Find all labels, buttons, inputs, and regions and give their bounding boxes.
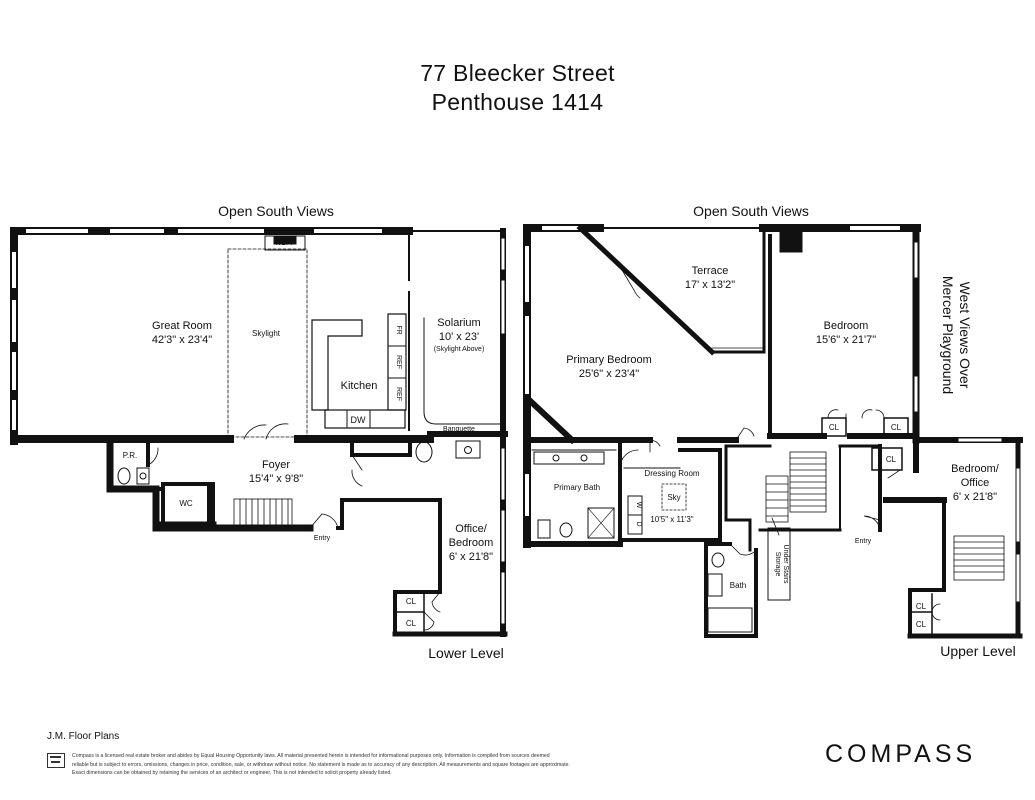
bedroom-office-label-line2: Office	[961, 477, 990, 489]
disclaimer: Compass is a licensed real estate broker…	[72, 752, 732, 778]
foyer-dim: 15'4" x 9'8"	[249, 473, 303, 485]
upper-bath-label: Bath	[730, 581, 746, 590]
ref-label-1: REF	[395, 355, 402, 369]
powder-room-label: P.R.	[123, 451, 138, 460]
unit-title: Penthouse 1414	[431, 89, 604, 115]
floor-plan-credit: J.M. Floor Plans	[47, 731, 120, 742]
bedroom-office-dim: 6' x 21'8"	[953, 491, 997, 503]
primary-bath-label: Primary Bath	[554, 483, 600, 492]
office-dim: 6' x 21'8"	[449, 551, 493, 563]
upper-closet-2-label: CL	[891, 423, 902, 432]
office-label-line2: Bedroom	[449, 537, 494, 549]
lower-level-label: Lower Level	[428, 645, 504, 661]
upper-level-walls	[522, 224, 1023, 639]
sky-label: Sky	[667, 493, 680, 502]
storage-label: Storage	[774, 552, 781, 577]
great-room-label: Great Room	[152, 320, 212, 332]
primary-bedroom-dim: 25'6" x 23'4"	[579, 368, 639, 380]
upper-level-label: Upper Level	[940, 643, 1016, 659]
compass-logo: COMPASS	[825, 740, 977, 768]
banquette-label: Banquette	[443, 426, 475, 433]
bedroom-office-label: Bedroom/	[951, 463, 1000, 475]
lower-closet-2-label: CL	[406, 619, 417, 628]
wc-label: WC	[179, 499, 193, 508]
equal-housing-icon	[47, 753, 65, 768]
terrace-label: Terrace	[692, 265, 729, 277]
dryer-label: D	[635, 521, 642, 526]
bedroom-label: Bedroom	[824, 320, 869, 332]
fr-label: FR	[395, 325, 402, 334]
address-title: 77 Bleecker Street	[420, 60, 615, 86]
great-room-dim: 42'3" x 23'4"	[152, 334, 212, 346]
lower-level-walls	[10, 227, 508, 637]
wbfp-label: WBFP	[275, 240, 296, 247]
solarium-dim: 10' x 23'	[439, 331, 479, 343]
upper-south-views-label: Open South Views	[693, 203, 809, 219]
terrace-dim: 17' x 13'2"	[685, 279, 735, 291]
lower-closet-1-label: CL	[406, 597, 417, 606]
upper-closet-1-label: CL	[829, 423, 840, 432]
foyer-label: Foyer	[262, 459, 290, 471]
upper-closet-3-label: CL	[886, 455, 897, 464]
skylight-label: Skylight	[252, 329, 281, 338]
upper-entry-label: Entry	[855, 538, 872, 545]
west-views-label: West Views Over	[957, 282, 973, 389]
kitchen-label: Kitchen	[341, 380, 378, 392]
dressing-room-label: Dressing Room	[644, 469, 699, 478]
washer-label: W	[635, 502, 642, 509]
solarium-label: Solarium	[437, 317, 480, 329]
upper-closet-5-label: CL	[916, 620, 927, 629]
disclaimer-line-2: reliable but is subject to errors, omiss…	[72, 761, 570, 768]
office-label: Office/	[455, 523, 488, 535]
disclaimer-line-1: Compass is a licensed real estate broker…	[72, 753, 550, 759]
bedroom-dim: 15'6" x 21'7"	[816, 334, 876, 346]
storage-label-line2: Under Stairs	[782, 545, 789, 584]
disclaimer-line-3: Exact dimensions can be obtained by reta…	[72, 770, 392, 776]
lower-entry-label: Entry	[314, 535, 331, 542]
ref-label-2: REF	[395, 387, 402, 401]
solarium-note: (Skylight Above)	[434, 346, 485, 353]
dressing-dim: 10'5" x 11'3"	[650, 515, 693, 524]
primary-bedroom-label: Primary Bedroom	[566, 354, 652, 366]
dw-label: DW	[351, 415, 366, 425]
west-views-label-line2: Mercer Playground	[940, 276, 956, 394]
upper-closet-4-label: CL	[916, 602, 927, 611]
lower-south-views-label: Open South Views	[218, 203, 334, 219]
